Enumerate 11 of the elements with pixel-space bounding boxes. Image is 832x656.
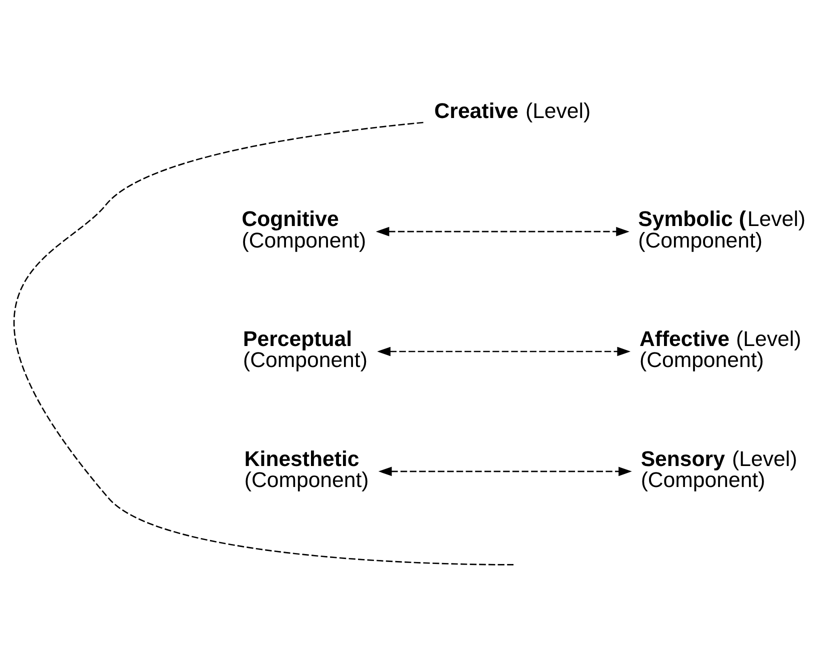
node-text: Cognitive (Component) xyxy=(242,206,366,252)
arrow xyxy=(376,226,630,236)
node-text: Sensory (Level) (Component) xyxy=(640,446,798,492)
node-text: Perceptual (Component) xyxy=(243,326,368,372)
node-text: Affective (Level) (Component) xyxy=(639,326,802,372)
arrow xyxy=(377,346,631,356)
node-text: Creative (Level) xyxy=(434,99,591,124)
node-text: Kinesthetic (Component) xyxy=(244,446,369,492)
node-text: Symbolic (Level) (Component) xyxy=(638,206,806,252)
arrow xyxy=(378,466,632,476)
connector xyxy=(14,122,514,566)
